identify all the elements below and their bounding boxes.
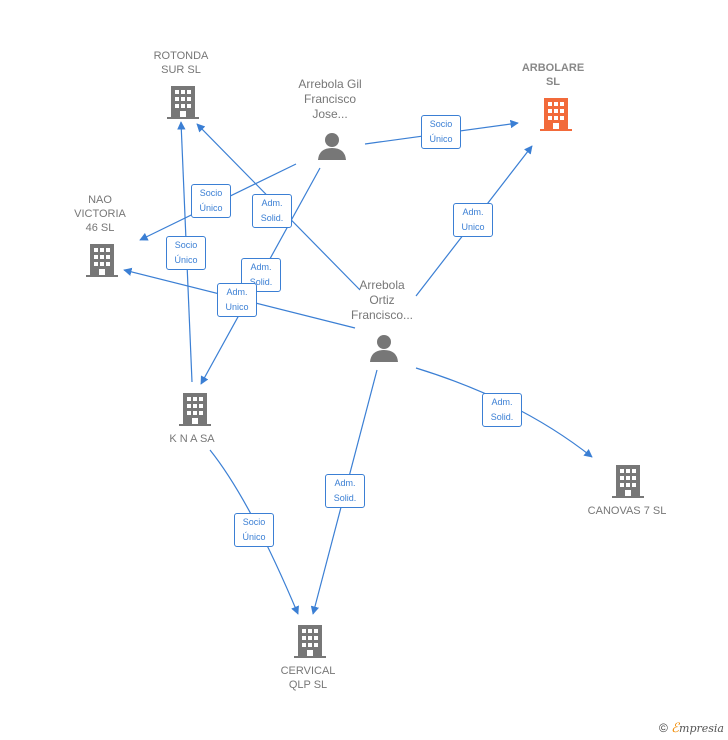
empresia-logo-e: ℰ	[671, 721, 680, 736]
node-label-rotonda-sur[interactable]: ROTONDA SUR SL	[153, 50, 209, 76]
edge-label-ortiz-arbolare: Adm. Unico	[453, 203, 493, 237]
building-icon	[540, 98, 572, 131]
edge-label-ortiz-nao: Adm. Unico	[217, 283, 257, 317]
building-icon	[294, 625, 326, 658]
node-label-cervical[interactable]: CERVICAL QLP SL	[280, 665, 336, 691]
building-icon	[86, 244, 118, 277]
edge-label-gil-nao: Socio Único	[191, 184, 231, 218]
empresia-logo-text: mpresia	[679, 722, 724, 735]
edge-label-ortiz-canovas: Adm. Solid.	[482, 393, 522, 427]
edge-label-ortiz-rotonda: Adm. Solid.	[252, 194, 292, 228]
edge-label-ortiz-cervical: Adm. Solid.	[325, 474, 365, 508]
building-icon	[612, 465, 644, 498]
node-label-arrebola-gil[interactable]: Arrebola Gil Francisco Jose...	[298, 77, 362, 121]
node-label-arrebola-ortiz[interactable]: Arrebola Ortiz Francisco...	[350, 278, 414, 322]
person-icon	[318, 133, 346, 160]
node-label-kna[interactable]: K N A SA	[169, 433, 215, 445]
edge-label-kna-rotonda: Socio Único	[166, 236, 206, 270]
building-icon	[179, 393, 211, 426]
node-label-arbolare[interactable]: ARBOLARE SL	[521, 62, 585, 88]
node-label-canovas[interactable]: CANOVAS 7 SL	[587, 505, 667, 517]
building-icon	[167, 86, 199, 119]
edge-label-gil-arbolare: Socio Único	[421, 115, 461, 149]
person-icon	[370, 335, 398, 362]
copyright-symbol: ©	[658, 721, 668, 735]
edge-label-kna-cervical: Socio Único	[234, 513, 274, 547]
node-label-nao-victoria[interactable]: NAO VICTORIA 46 SL	[74, 194, 126, 234]
empresia-watermark: © ℰmpresia	[659, 721, 724, 736]
